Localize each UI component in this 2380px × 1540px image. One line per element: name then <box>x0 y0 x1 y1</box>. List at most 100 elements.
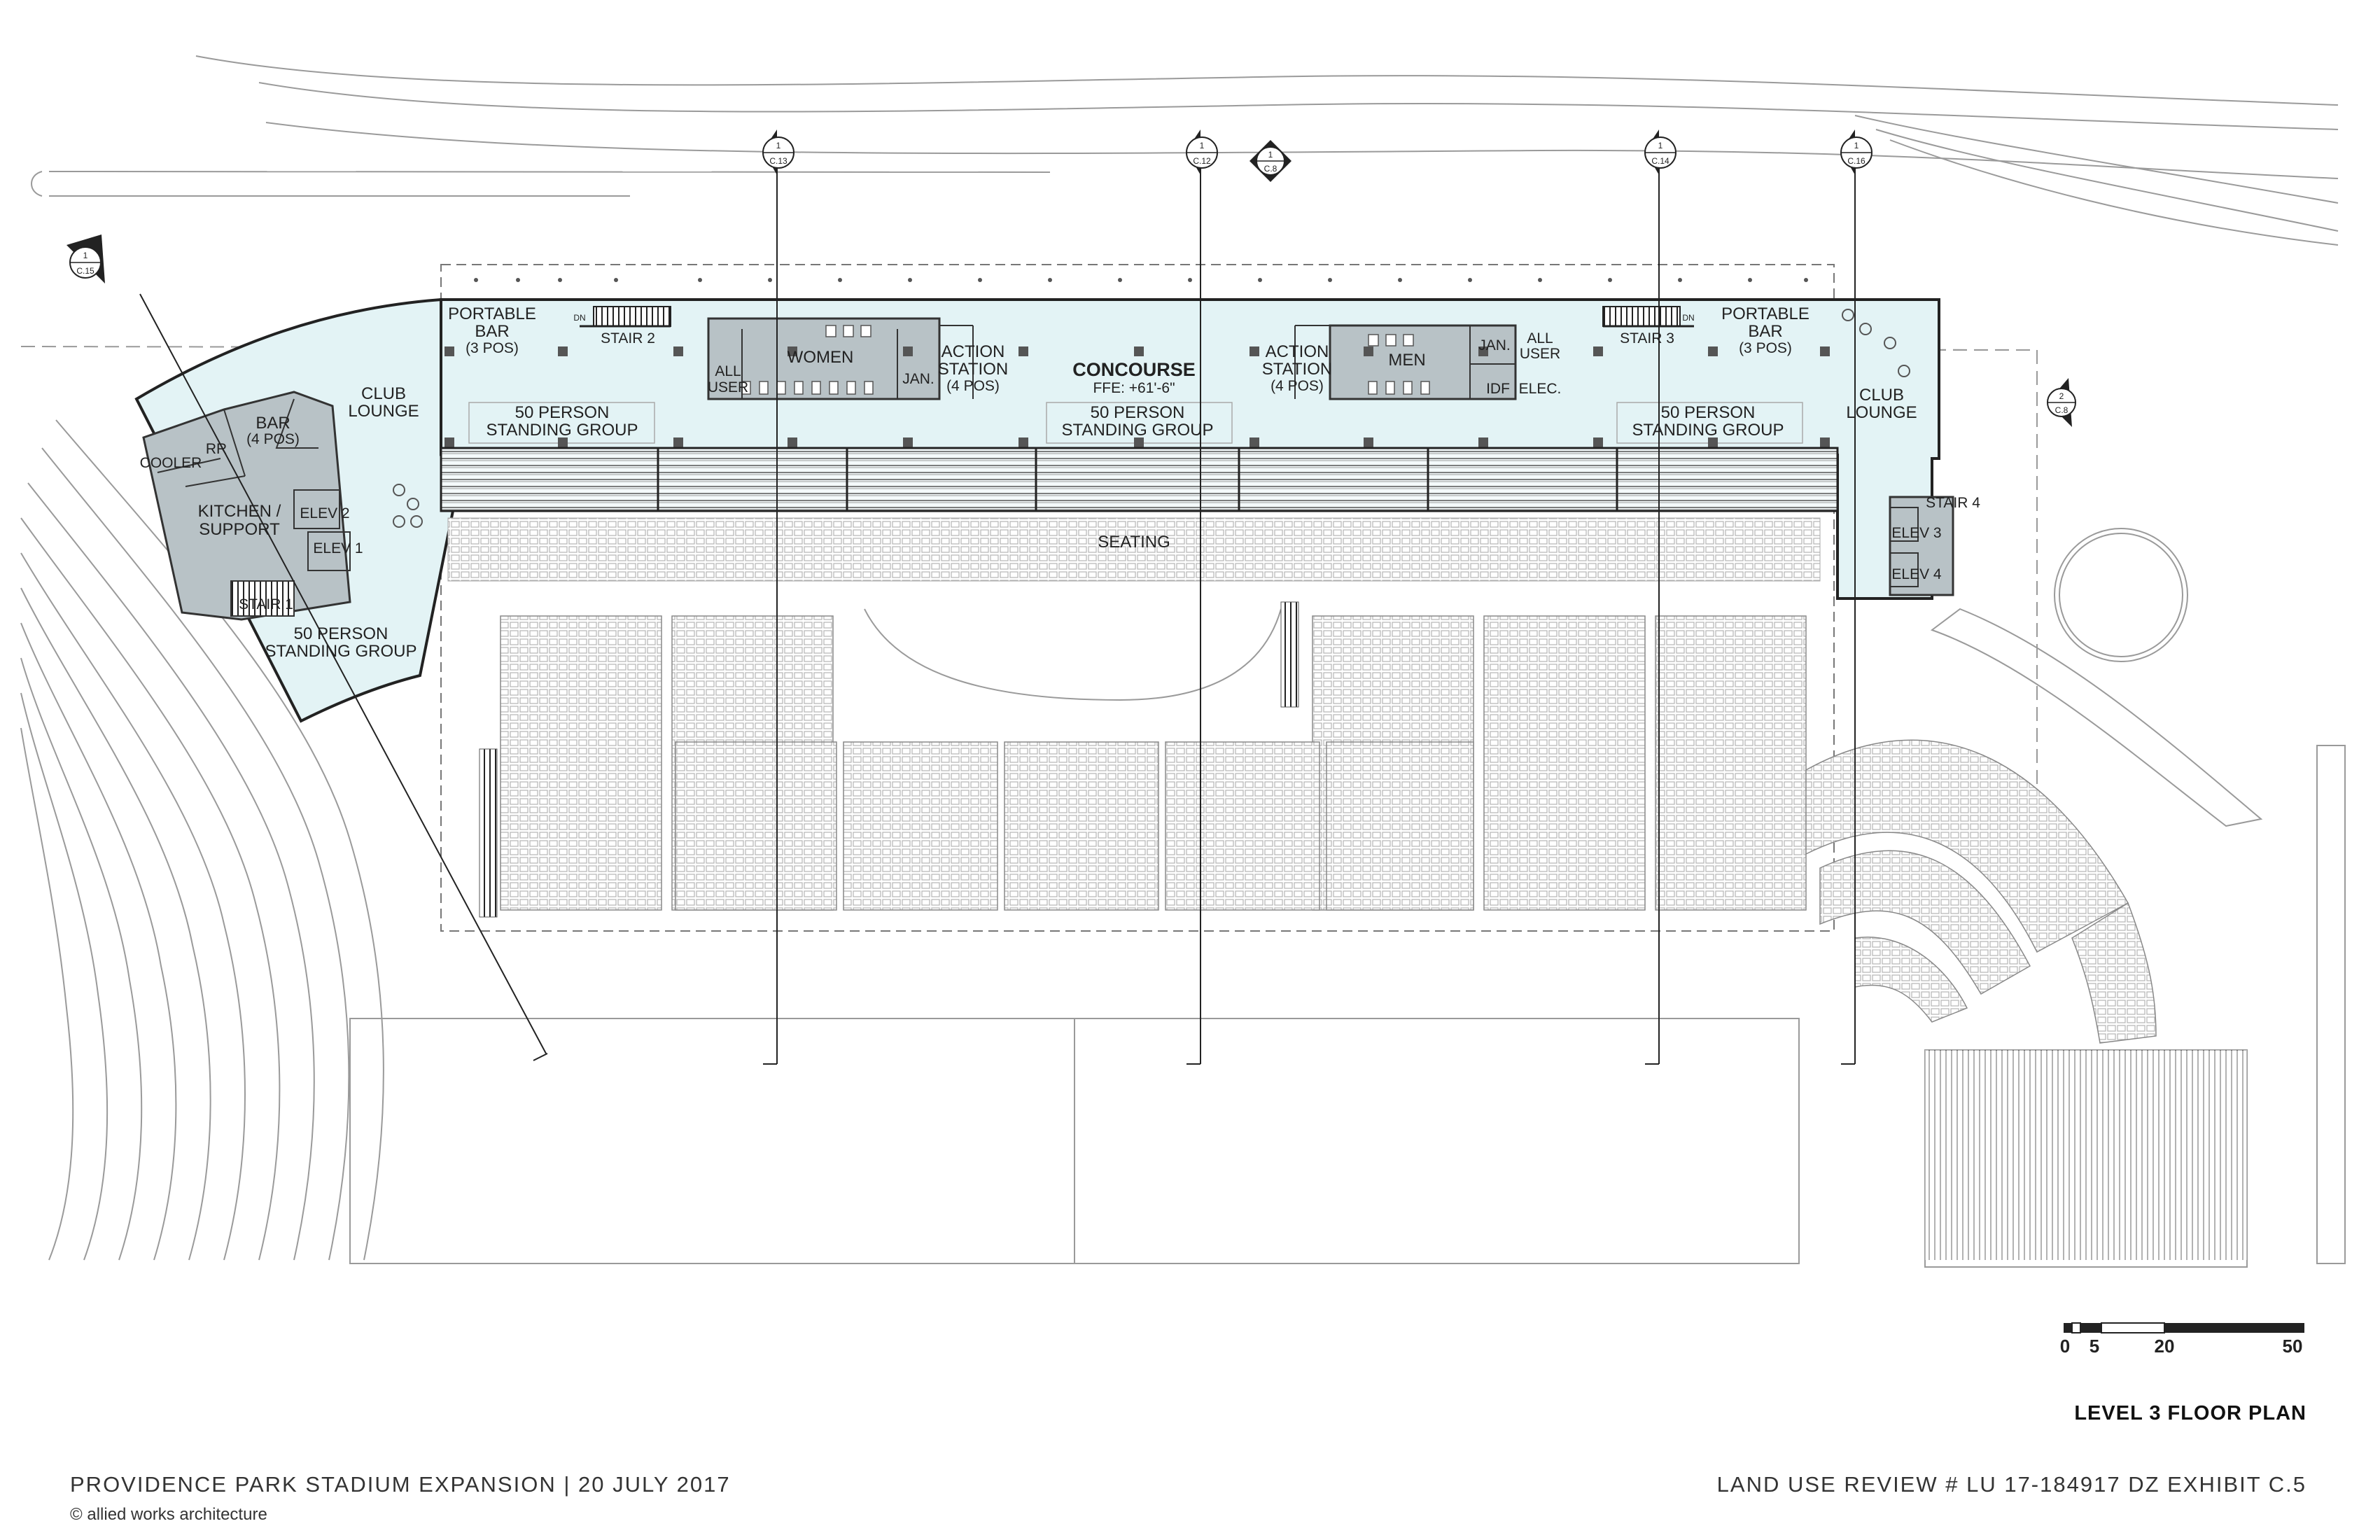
section-marker-c16: 1 C.16 <box>1840 130 1872 175</box>
svg-text:ALL: ALL <box>715 363 741 379</box>
project-title: PROVIDENCE PARK STADIUM EXPANSION | 20 J… <box>70 1472 731 1497</box>
action-station-right-label: ACTION STATION (4 POS) <box>1262 342 1332 394</box>
svg-text:BAR: BAR <box>255 414 290 433</box>
club-lounge-right-label: CLUB LOUNGE <box>1846 386 1917 422</box>
svg-text:C.8: C.8 <box>1264 164 1278 174</box>
copyright-note: © allied works architecture <box>70 1505 267 1524</box>
portable-bar-right-label: PORTABLE BAR (3 POS) <box>1721 304 1809 356</box>
columns <box>444 346 1830 447</box>
svg-text:(4 POS): (4 POS) <box>246 431 300 447</box>
stair-2-treads <box>593 306 671 327</box>
svg-text:LOUNGE: LOUNGE <box>348 402 419 421</box>
rr-label: RR <box>206 441 227 457</box>
section-marker-c13: 1 C.13 <box>762 130 794 175</box>
svg-text:USER: USER <box>708 379 748 396</box>
svg-text:1: 1 <box>1658 141 1663 150</box>
ffe-label: FFE: +61'-6" <box>1093 380 1175 396</box>
exhibit-reference: LAND USE REVIEW # LU 17-184917 DZ EXHIBI… <box>1716 1472 2306 1497</box>
east-core <box>1889 496 1954 596</box>
all-user-left-label: ALL USER <box>708 363 748 396</box>
cooler-label: COOLER <box>140 455 202 471</box>
all-user-right-label: ALL USER <box>1520 330 1560 362</box>
women-label: WOMEN <box>788 348 854 367</box>
elev-3-label: ELEV 3 <box>1891 525 1941 541</box>
elev-1-label: ELEV 1 <box>313 540 363 556</box>
bar-label: BAR (4 POS) <box>246 414 300 447</box>
dn-right: DN <box>1682 313 1694 323</box>
svg-text:(3 POS): (3 POS) <box>1739 340 1792 356</box>
svg-text:1: 1 <box>1854 141 1859 150</box>
svg-text:STANDING GROUP: STANDING GROUP <box>486 421 638 440</box>
scale-bar: 0 5 20 50 <box>2060 1322 2304 1357</box>
lounge-tables <box>393 309 1910 528</box>
svg-text:STANDING GROUP: STANDING GROUP <box>1062 421 1214 440</box>
jan-left-label: JAN. <box>902 371 934 387</box>
kitchen-label: KITCHEN / SUPPORT <box>198 502 281 539</box>
svg-text:USER: USER <box>1520 346 1560 362</box>
standing-west-label: 50 PERSON STANDING GROUP <box>265 624 417 661</box>
svg-text:ALL: ALL <box>1527 330 1553 346</box>
stair-3-label: STAIR 3 <box>1620 330 1674 346</box>
dn-left: DN <box>573 313 585 323</box>
svg-text:SUPPORT: SUPPORT <box>199 520 280 539</box>
svg-text:C.8: C.8 <box>2055 405 2068 415</box>
section-marker-c8-east: 2 C.8 <box>2047 378 2076 427</box>
roof-markers <box>474 278 1808 282</box>
svg-text:(3 POS): (3 POS) <box>465 340 519 356</box>
scale-tick-50: 50 <box>2283 1336 2303 1357</box>
svg-text:C.12: C.12 <box>1193 156 1211 166</box>
club-lounge-left-label: CLUB LOUNGE <box>348 384 419 421</box>
svg-text:STANDING GROUP: STANDING GROUP <box>265 642 417 661</box>
svg-text:PORTABLE: PORTABLE <box>448 304 536 323</box>
section-cut-lines <box>139 168 1856 1065</box>
section-marker-c15: 1 C.15 <box>66 234 105 284</box>
svg-text:1: 1 <box>1200 141 1205 150</box>
svg-text:STATION: STATION <box>938 360 1008 379</box>
lower-seat-rows <box>447 517 1821 582</box>
elev-2-label: ELEV 2 <box>300 505 349 522</box>
elec-label: ELEC. <box>1519 381 1562 397</box>
svg-text:1: 1 <box>776 141 781 150</box>
jan-right-label: JAN. <box>1478 337 1511 354</box>
elev-4-label: ELEV 4 <box>1891 566 1942 582</box>
svg-text:PORTABLE: PORTABLE <box>1721 304 1809 323</box>
svg-text:ACTION: ACTION <box>941 342 1005 361</box>
svg-text:(4 POS): (4 POS) <box>946 378 1000 394</box>
svg-text:C.16: C.16 <box>1847 156 1865 166</box>
idf-label: IDF <box>1486 381 1510 397</box>
svg-text:C.13: C.13 <box>769 156 788 166</box>
svg-text:C.14: C.14 <box>1651 156 1670 166</box>
action-station-left-label: ACTION STATION (4 POS) <box>938 342 1008 394</box>
svg-text:C.15: C.15 <box>76 266 94 276</box>
west-support-core <box>142 391 351 621</box>
stair-1-label: STAIR 1 <box>239 596 293 612</box>
portable-bar-left-label: PORTABLE BAR (3 POS) <box>448 304 536 356</box>
svg-text:BAR: BAR <box>1748 322 1782 341</box>
svg-text:BAR: BAR <box>475 322 509 341</box>
stair-3-treads <box>1602 306 1681 327</box>
sheet-title: LEVEL 3 FLOOR PLAN <box>2074 1402 2306 1424</box>
men-label: MEN <box>1388 351 1425 370</box>
section-marker-c14: 1 C.14 <box>1644 130 1676 175</box>
concourse-label: CONCOURSE <box>1072 359 1196 380</box>
scale-tick-5: 5 <box>2090 1336 2099 1357</box>
stair-4-label: STAIR 4 <box>1926 495 1980 511</box>
section-marker-c8: 1 C.8 <box>1250 140 1292 182</box>
svg-text:LOUNGE: LOUNGE <box>1846 403 1917 422</box>
standing-center-label: 50 PERSON STANDING GROUP <box>1062 403 1214 440</box>
svg-text:CLUB: CLUB <box>1859 386 1904 405</box>
stair-2-label: STAIR 2 <box>601 330 655 346</box>
scale-tick-0: 0 <box>2060 1336 2070 1357</box>
svg-text:50 PERSON: 50 PERSON <box>515 403 610 422</box>
seating-label: SEATING <box>1098 533 1170 552</box>
svg-text:50 PERSON: 50 PERSON <box>1661 403 1756 422</box>
svg-text:50 PERSON: 50 PERSON <box>1091 403 1185 422</box>
svg-text:1: 1 <box>1268 150 1273 160</box>
standing-right-label: 50 PERSON STANDING GROUP <box>1632 403 1784 440</box>
section-marker-c12: 1 C.12 <box>1186 130 1218 175</box>
svg-text:ACTION: ACTION <box>1266 342 1329 361</box>
scale-tick-20: 20 <box>2155 1336 2175 1357</box>
svg-text:STATION: STATION <box>1262 360 1332 379</box>
svg-text:STANDING GROUP: STANDING GROUP <box>1632 421 1784 440</box>
